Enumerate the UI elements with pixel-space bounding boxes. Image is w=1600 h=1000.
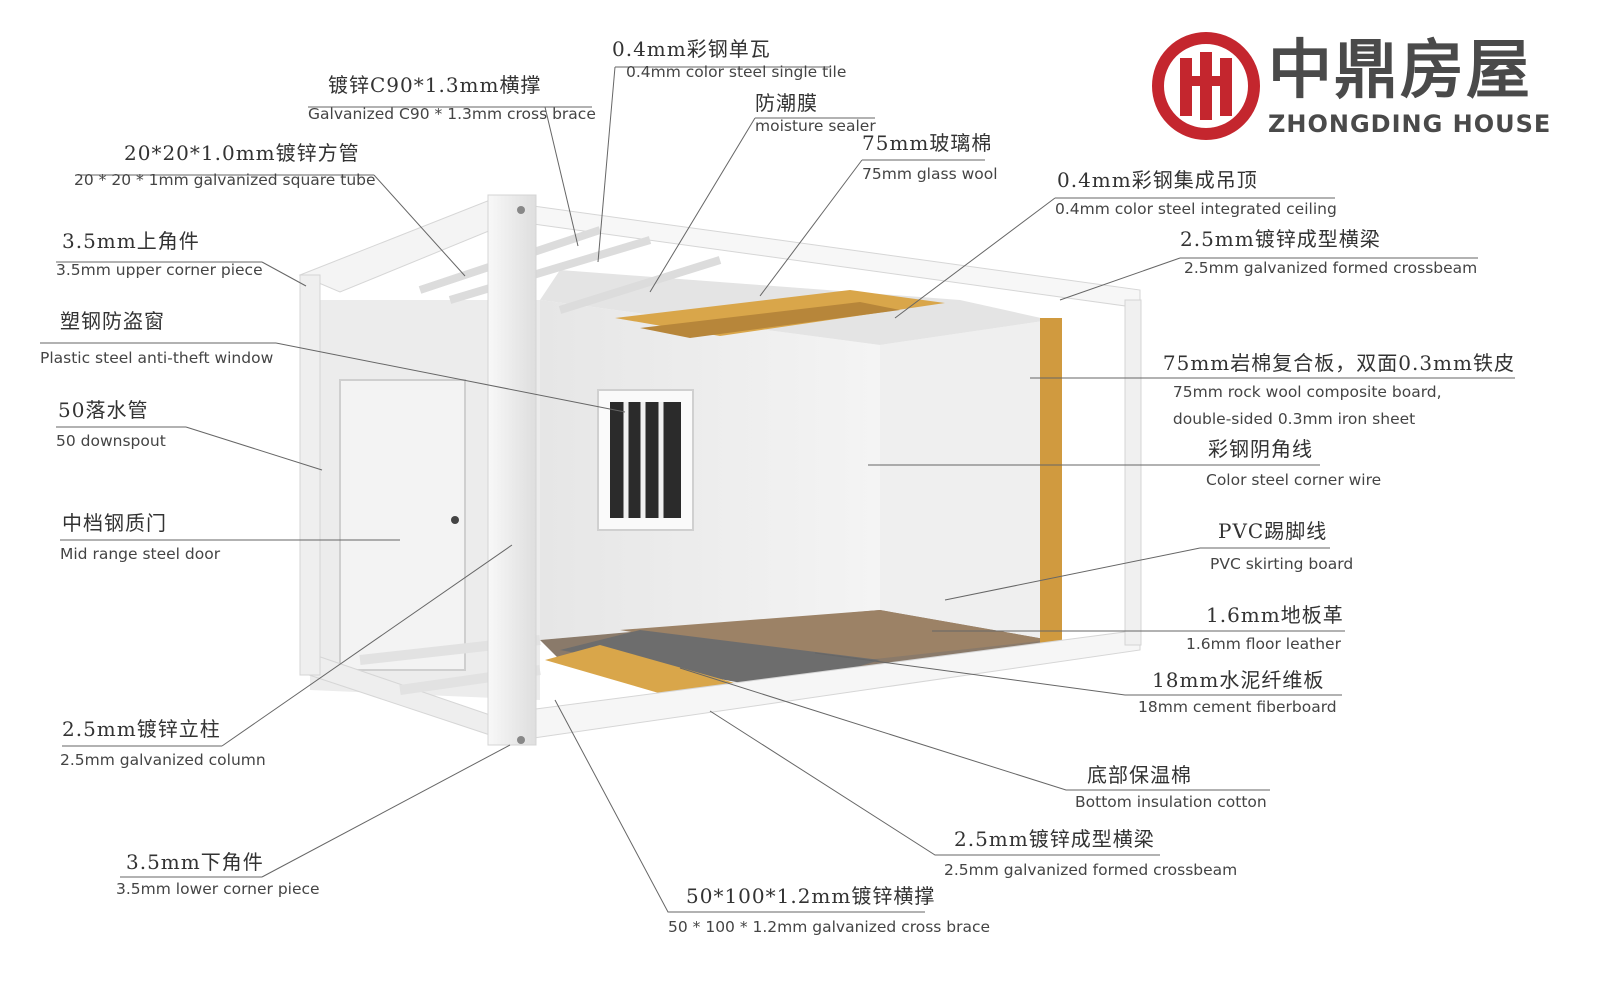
ceiling-glass-wool-dark [640,302,900,338]
door-handle [451,516,459,524]
rear-left-column [299,274,321,676]
label-skirting: PVC踢脚线 PVC skirting board [1210,519,1354,573]
label-column: 2.5mm镀锌立柱 2.5mm galvanized column [60,717,266,769]
brand-emblem-icon [1152,32,1260,140]
label-square-tube: 20*20*1.0mm镀锌方管 20 * 20 * 1mm galvanized… [74,141,376,189]
label-upper-corner: 3.5mm上角件 3.5mm upper corner piece [56,229,263,279]
brand-name-zh: 中鼎房屋 [1268,34,1532,108]
window-bars [623,402,664,518]
steel-door [339,379,466,671]
label-cross-brace-bottom: 50*100*1.2mm镀锌横撑 50 * 100 * 1.2mm galvan… [668,884,991,936]
right-side-wall [880,320,1050,640]
lower-corner-hole [517,736,525,744]
label-floor-leather: 1.6mm地板革 1.6mm floor leather [1186,603,1344,653]
label-lower-corner: 3.5mm下角件 3.5mm lower corner piece [116,850,320,898]
label-crossbeam-top: 2.5mm镀锌成型横梁 2.5mm galvanized formed cros… [1180,227,1478,277]
label-rock-wool: 75mm岩棉复合板，双面0.3mm铁皮 75mm rock wool compo… [1162,351,1515,428]
leader-lines [40,66,1515,913]
label-corner-wire: 彩钢阴角线 Color steel corner wire [1206,437,1382,489]
label-integrated-ceiling: 0.4mm彩钢集成吊顶 0.4mm color steel integrated… [1055,168,1337,218]
corner-wire-strip [1040,318,1062,648]
brand-logo: 中鼎房屋 ZHONGDING HOUSE [1150,30,1560,150]
rear-right-column [1124,299,1142,646]
label-window: 塑钢防盗窗 Plastic steel anti-theft window [40,309,274,367]
upper-corner-hole [517,206,525,214]
floor-leather-layer [620,610,1050,665]
label-insulation: 底部保温棉 Bottom insulation cotton [1075,763,1267,811]
label-cement-board: 18mm水泥纤维板 18mm cement fiberboard [1138,668,1337,716]
label-downspout: 50落水管 50 downspout [56,398,166,450]
label-glass-wool: 75mm玻璃棉 75mm glass wool [862,131,998,183]
label-color-steel-tile: 0.4mm彩钢单瓦 0.4mm color steel single tile [612,37,847,81]
brand-name-en: ZHONGDING HOUSE [1268,110,1552,138]
label-moisture-sealer: 防潮膜 moisture sealer [755,91,876,135]
back-wall [540,300,880,640]
label-crossbeam-bottom: 2.5mm镀锌成型横梁 2.5mm galvanized formed cros… [944,827,1238,879]
label-steel-door: 中档钢质门 Mid range steel door [60,511,221,563]
front-corner-column [487,194,537,746]
label-cross-brace-top: 镀锌C90*1.3mm横撑 Galvanized C90 * 1.3mm cro… [308,73,596,123]
